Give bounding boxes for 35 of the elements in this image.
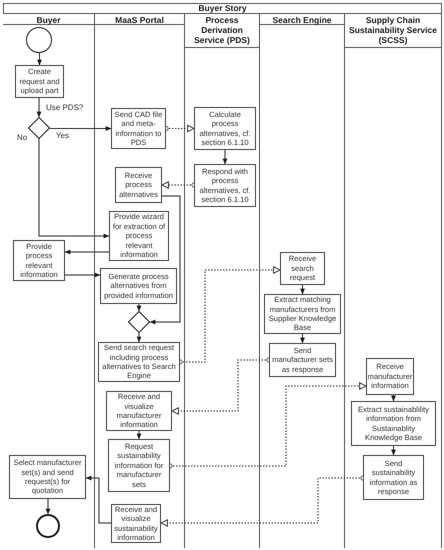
edge-label: Yes: [56, 131, 70, 140]
lane-header: MaaS Portal: [95, 14, 184, 25]
start-event: [26, 27, 52, 53]
message-flow-arrow: [172, 358, 272, 415]
lane-header: Search Engine: [260, 14, 344, 25]
annotation-text: Use PDS?: [46, 103, 84, 112]
swimlane: [95, 14, 185, 548]
sequence-flow-arrow: [391, 446, 396, 456]
sequence-flow-arrow: [136, 332, 142, 343]
message-flow-arrow: [162, 181, 196, 189]
sequence-flow-arrow: [50, 126, 112, 131]
sequence-flow-arrow: [36, 98, 42, 118]
sequence-flow-arrow: [300, 284, 305, 295]
pool-header: Buyer Story: [3, 3, 442, 14]
sequence-flow-arrow: [46, 498, 50, 515]
sequence-flow-arrow: [64, 250, 110, 254]
lane-header: Supply Chain Sustainability Service (SCSS): [345, 14, 441, 48]
sequence-flow-arrow: [37, 52, 42, 66]
swimlane: [345, 14, 442, 548]
sequence-flow-arrow: [38, 138, 110, 238]
lane-header: Buyer: [3, 14, 94, 25]
lane-header: Process Derivation Service (PDS): [185, 14, 259, 48]
sequence-flow-arrow: [300, 334, 305, 344]
sequence-flow-arrow: [136, 304, 142, 312]
swimlane: [260, 14, 345, 548]
sequence-flow-arrow: [136, 430, 142, 440]
end-event: [36, 514, 60, 538]
sequence-flow-arrow: [149, 196, 180, 324]
sequence-flow-arrow: [85, 476, 112, 524]
sequence-flow-arrow: [64, 272, 101, 278]
sequence-flow-arrow: [222, 150, 228, 165]
edge-label: No: [17, 133, 28, 142]
swimlane: [185, 14, 260, 548]
message-flow-arrow: [160, 476, 366, 527]
sequence-flow-arrow: [391, 394, 396, 402]
